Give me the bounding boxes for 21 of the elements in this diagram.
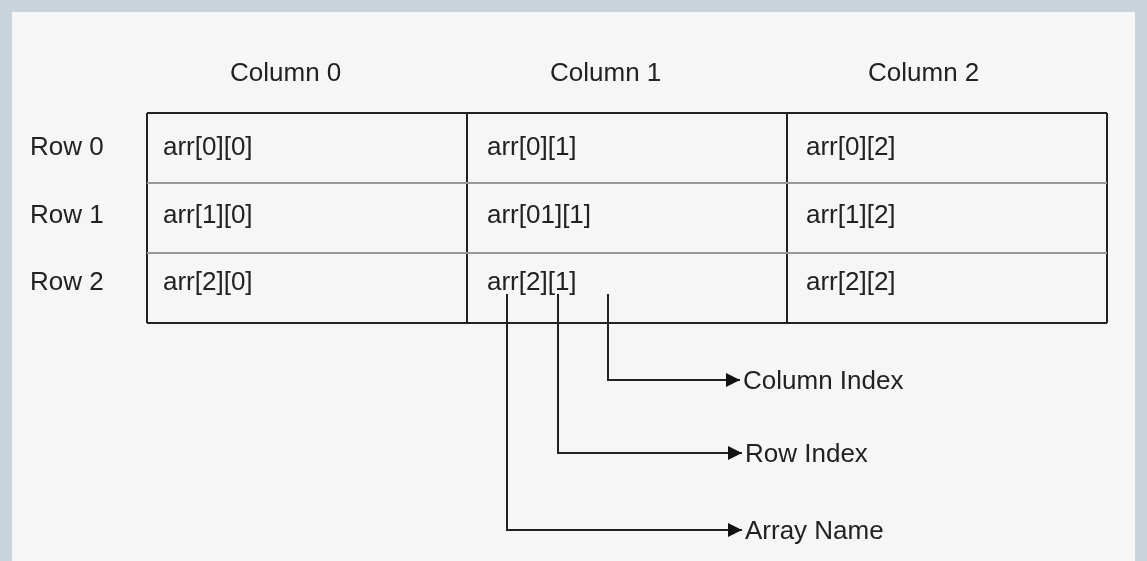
table-cell: arr[1][0]	[163, 199, 253, 229]
row-header: Row 0	[30, 131, 104, 161]
table-cell: arr[2][0]	[163, 266, 253, 296]
table-cell: arr[2][1]	[487, 266, 577, 296]
row-header: Row 1	[30, 199, 104, 229]
column-header: Column 2	[868, 57, 980, 87]
callout-label: Array Name	[745, 515, 884, 545]
callout-label: Column Index	[743, 365, 904, 395]
table-cell: arr[0][2]	[806, 131, 896, 161]
row-header: Row 2	[30, 266, 104, 296]
table-cell: arr[2][2]	[806, 266, 896, 296]
leader-line	[506, 293, 743, 537]
table-cell: arr[1][2]	[806, 199, 896, 229]
table-cell: arr[0][0]	[163, 131, 253, 161]
leader-line	[557, 293, 743, 460]
table-cell: arr[0][1]	[487, 131, 577, 161]
callout-label: Row Index	[745, 438, 868, 468]
column-header: Column 1	[550, 57, 662, 87]
column-header: Column 0	[230, 57, 342, 87]
table-cell: arr[01][1]	[487, 199, 592, 229]
leader-line	[607, 293, 741, 387]
